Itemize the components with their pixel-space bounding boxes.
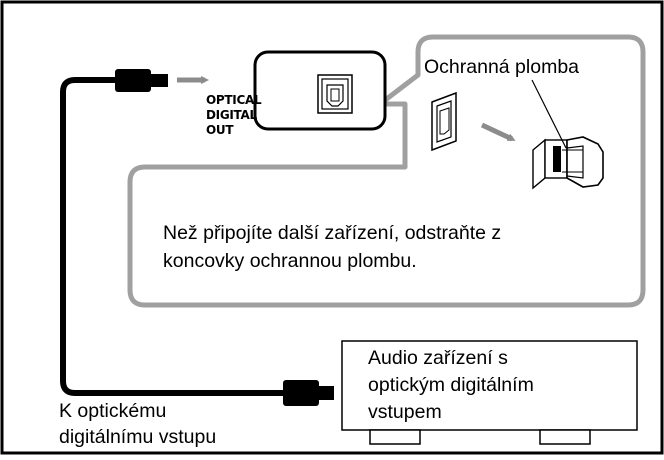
device-foot-right — [539, 429, 591, 445]
cap-leader-line — [531, 79, 567, 149]
device-foot-left — [369, 429, 421, 445]
input-label-line-2: digitálnímu vstupu — [59, 426, 216, 448]
input-label-line-1: K optickému — [59, 400, 166, 422]
device-label-line-3: vstupem — [368, 401, 442, 423]
note-text-line-1: Než připojíte další zařízení, odstraňte … — [163, 222, 501, 244]
device-label-line-2: optickým digitálním — [368, 374, 534, 396]
port-label-line-2: DIGITAL — [206, 108, 257, 122]
port-detail-icon — [431, 91, 457, 152]
remove-arrow — [480, 122, 516, 142]
top-plug — [115, 69, 151, 92]
device-label-line-1: Audio zařízení s — [368, 347, 508, 369]
audio-device-box — [341, 340, 638, 431]
bottom-plug — [283, 380, 319, 406]
cap-label: Ochranná plomba — [424, 56, 579, 78]
optical-cable — [60, 69, 334, 406]
note-text-line-2: koncovky ochrannou plombu. — [163, 250, 417, 272]
protective-cap-icon — [532, 136, 604, 190]
port-label-line-3: OUT — [206, 123, 234, 137]
note-callout — [127, 34, 646, 308]
optical-port-icon — [317, 74, 353, 114]
port-label-line-1: OPTICAL — [206, 93, 262, 107]
